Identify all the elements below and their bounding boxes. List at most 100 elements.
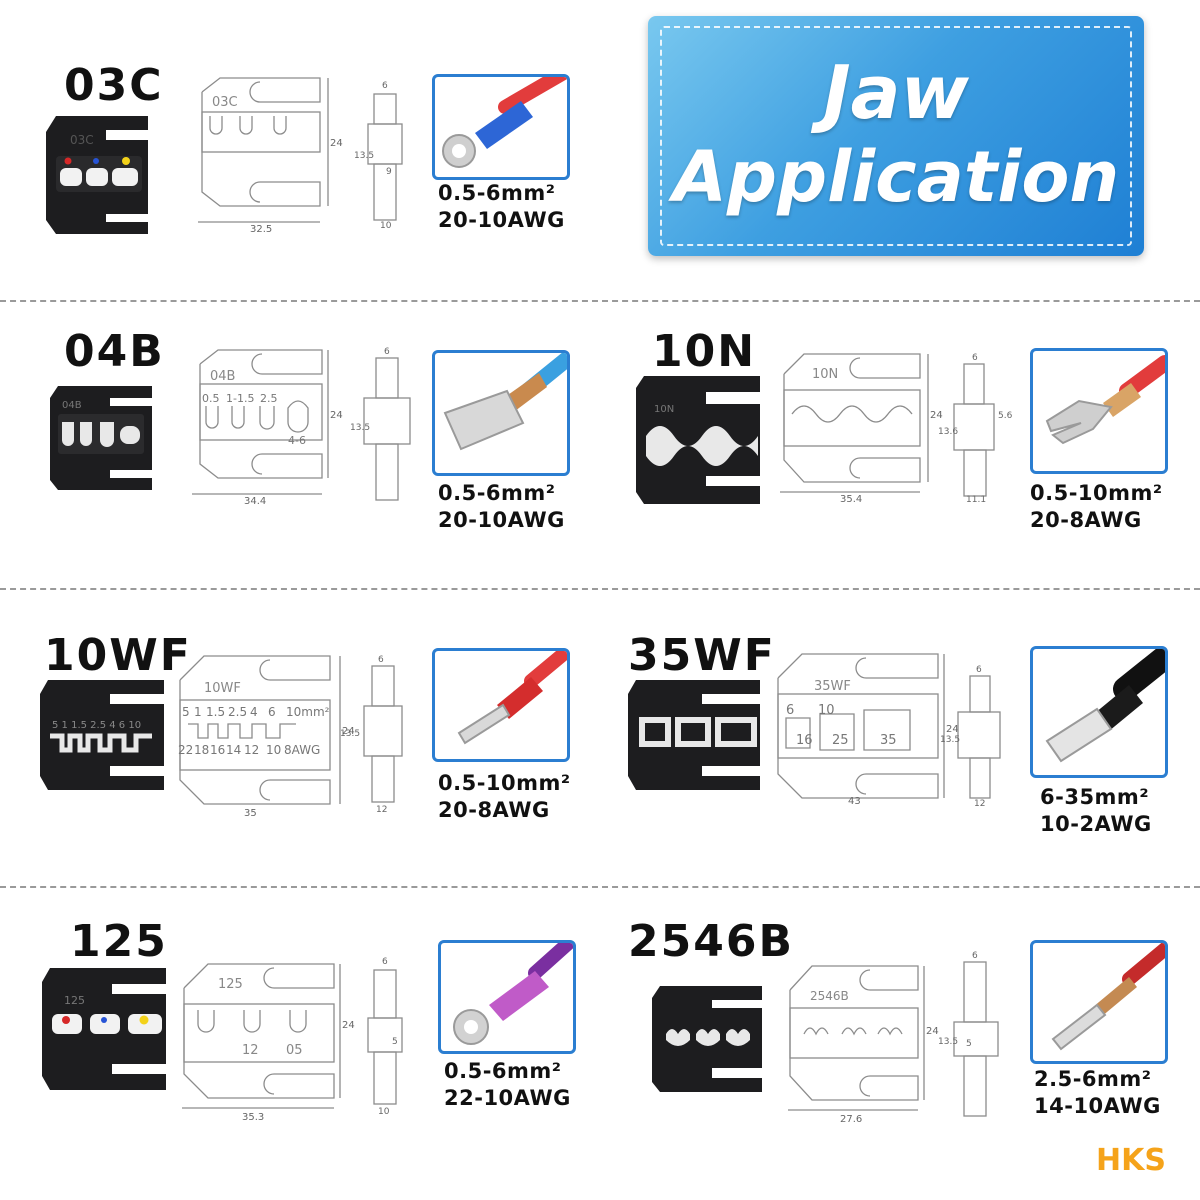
- svg-text:10N: 10N: [812, 367, 838, 382]
- svg-text:6: 6: [972, 951, 978, 961]
- terminal-thumbnail: [1030, 646, 1168, 778]
- svg-text:04B: 04B: [210, 369, 235, 384]
- terminal-thumbnail: [432, 648, 570, 762]
- svg-text:6: 6: [972, 353, 978, 363]
- technical-drawing-front: 10N 35.4 24: [780, 353, 943, 505]
- svg-text:2.5: 2.5: [228, 705, 247, 719]
- svg-text:5: 5: [182, 705, 190, 719]
- spec-area: 0.5-10mm²: [438, 771, 571, 795]
- svg-text:5.6: 5.6: [998, 411, 1013, 421]
- svg-text:03C: 03C: [70, 133, 94, 147]
- technical-drawing-front: 2546B 27.6 24: [788, 965, 939, 1125]
- spec-awg: 10-2AWG: [1040, 812, 1152, 836]
- svg-text:24: 24: [342, 1020, 355, 1031]
- svg-text:25: 25: [832, 733, 849, 748]
- svg-text:35WF: 35WF: [814, 679, 851, 694]
- spec-awg: 20-8AWG: [1030, 508, 1142, 532]
- spec-label: 0.5-10mm² 20-8AWG: [438, 770, 571, 824]
- jaw-photo: 125: [42, 968, 166, 1090]
- svg-text:HKS: HKS: [1096, 1143, 1166, 1178]
- spec-area: 0.5-6mm²: [438, 481, 556, 505]
- svg-text:2.5: 2.5: [260, 392, 278, 405]
- svg-text:22: 22: [178, 743, 193, 757]
- svg-text:6: 6: [382, 957, 388, 967]
- svg-text:27.6: 27.6: [840, 1114, 862, 1125]
- ring-terminal-purple-icon: [453, 943, 573, 1045]
- spec-area: 2.5-6mm²: [1034, 1067, 1152, 1091]
- svg-text:10: 10: [818, 703, 835, 718]
- svg-text:0.5: 0.5: [202, 392, 220, 405]
- section-divider: [0, 300, 1200, 302]
- terminal-thumbnail: [432, 74, 570, 180]
- svg-text:16: 16: [796, 733, 813, 748]
- spec-label: 0.5-10mm² 20-8AWG: [1030, 480, 1163, 534]
- jaw-photo: 5 1 1.5 2.5 4 6 10: [40, 680, 164, 790]
- spec-label: 0.5-6mm² 22-10AWG: [444, 1058, 571, 1112]
- svg-text:24: 24: [330, 138, 343, 149]
- jaw-photo: 04B: [50, 386, 152, 490]
- svg-text:35.3: 35.3: [242, 1112, 264, 1123]
- female-spade-terminal-icon: [443, 353, 567, 451]
- technical-drawing-front: 03C 32.5 24: [198, 77, 343, 235]
- svg-text:04B: 04B: [62, 400, 82, 411]
- svg-text:13.6: 13.6: [938, 427, 958, 437]
- svg-text:35.4: 35.4: [840, 494, 862, 505]
- svg-text:12: 12: [376, 805, 387, 815]
- svg-text:5: 5: [966, 1039, 972, 1049]
- svg-text:4-6: 4-6: [288, 434, 306, 447]
- svg-text:13.5: 13.5: [354, 151, 374, 161]
- technical-drawing-side: 6 13.5 12: [340, 655, 403, 815]
- technical-drawing-front: 10WF 5 1 1.5 2.5 4 6 10mm² 22 18 16 14 1…: [178, 655, 355, 819]
- spec-area: 0.5-6mm²: [438, 181, 556, 205]
- svg-text:125: 125: [218, 977, 243, 992]
- svg-text:12: 12: [244, 743, 259, 757]
- svg-text:10WF: 10WF: [204, 681, 241, 696]
- jaw-code: 10N: [652, 326, 757, 377]
- jaw-photo: 03C: [46, 116, 148, 234]
- svg-text:11.1: 11.1: [966, 495, 986, 505]
- technical-drawing-side: 6 13.5: [350, 347, 411, 501]
- terminal-thumbnail: [438, 940, 576, 1054]
- svg-text:35: 35: [244, 808, 257, 819]
- svg-text:5: 5: [392, 1037, 398, 1047]
- svg-text:6: 6: [382, 81, 388, 91]
- terminal-thumbnail: [432, 350, 570, 476]
- section-divider: [0, 588, 1200, 590]
- pin-terminal-icon: [1051, 943, 1165, 1051]
- spec-awg: 20-10AWG: [438, 508, 565, 532]
- spec-awg: 14-10AWG: [1034, 1094, 1161, 1118]
- svg-text:10: 10: [266, 743, 281, 757]
- svg-text:12: 12: [974, 799, 985, 809]
- jaw-code: 35WF: [628, 630, 776, 681]
- svg-text:12: 12: [242, 1043, 259, 1058]
- title-banner: Jaw Application: [648, 16, 1144, 256]
- spec-area: 6-35mm²: [1040, 785, 1150, 809]
- svg-text:9: 9: [386, 167, 392, 177]
- svg-text:10N: 10N: [654, 404, 674, 415]
- svg-text:13.5: 13.5: [938, 1037, 958, 1047]
- svg-text:6: 6: [976, 665, 982, 675]
- svg-text:24: 24: [930, 410, 943, 421]
- jaw-photo: 10N: [636, 376, 760, 504]
- technical-drawing-side: 6 13.5 9 10: [354, 81, 403, 231]
- svg-text:6: 6: [384, 347, 390, 357]
- svg-text:2546B: 2546B: [810, 989, 849, 1003]
- spec-label: 0.5-6mm² 20-10AWG: [438, 480, 565, 534]
- jaw-code: 04B: [64, 326, 165, 377]
- ring-terminal-blue-icon: [442, 77, 567, 168]
- svg-text:16: 16: [210, 743, 225, 757]
- svg-text:13.5: 13.5: [350, 423, 370, 433]
- svg-text:8AWG: 8AWG: [284, 743, 320, 757]
- technical-drawing-front: 125 05 12 35.3 24: [182, 963, 355, 1123]
- svg-text:1-1.5: 1-1.5: [226, 392, 254, 405]
- banner-title-line2: Application: [672, 136, 1120, 218]
- ferrule-black-icon: [1045, 649, 1165, 763]
- ferrule-red-icon: [457, 651, 567, 745]
- svg-text:4: 4: [250, 705, 258, 719]
- spec-awg: 20-10AWG: [438, 208, 565, 232]
- technical-drawing-side: 6 13.5 12: [940, 665, 1001, 809]
- spec-label: 0.5-6mm² 20-10AWG: [438, 180, 565, 234]
- terminal-thumbnail: [1030, 940, 1168, 1064]
- svg-text:6: 6: [268, 705, 276, 719]
- svg-text:6: 6: [378, 655, 384, 665]
